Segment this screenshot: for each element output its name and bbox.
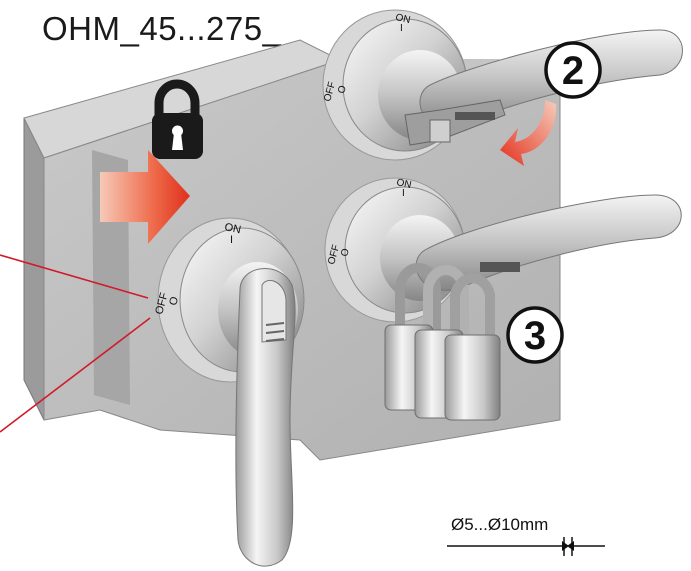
diameter-label: Ø5...Ø10mm bbox=[451, 515, 549, 534]
step-3-badge: 3 bbox=[506, 306, 564, 364]
padlock-icon bbox=[152, 79, 203, 159]
diameter-dimension bbox=[447, 537, 605, 556]
arrow-right-icon bbox=[100, 150, 190, 244]
curved-arrow-icon bbox=[500, 100, 557, 166]
step-2-badge: 2 bbox=[544, 41, 602, 99]
front-handle bbox=[157, 217, 305, 567]
step-3-number: 3 bbox=[524, 314, 546, 358]
off-mark-top: O bbox=[336, 84, 349, 95]
on-label-mid: ON bbox=[395, 177, 412, 191]
off-mark-front: O bbox=[167, 295, 181, 307]
on-mark-top: I bbox=[400, 23, 403, 34]
step-2-number: 2 bbox=[562, 49, 584, 93]
off-mark-mid: O bbox=[339, 247, 352, 258]
off-label-mid: OFF bbox=[326, 244, 342, 266]
on-label-front: ON bbox=[223, 221, 242, 236]
on-mark-mid: I bbox=[402, 188, 405, 199]
on-label-top: ON bbox=[394, 12, 411, 26]
product-code-title: OHM_45...275_ bbox=[42, 10, 282, 47]
guide-lines bbox=[0, 254, 151, 433]
off-label-top: OFF bbox=[322, 81, 338, 103]
off-label-front: OFF bbox=[153, 291, 170, 316]
padlock-hardware bbox=[384, 263, 501, 421]
on-mark-front: I bbox=[230, 234, 233, 246]
